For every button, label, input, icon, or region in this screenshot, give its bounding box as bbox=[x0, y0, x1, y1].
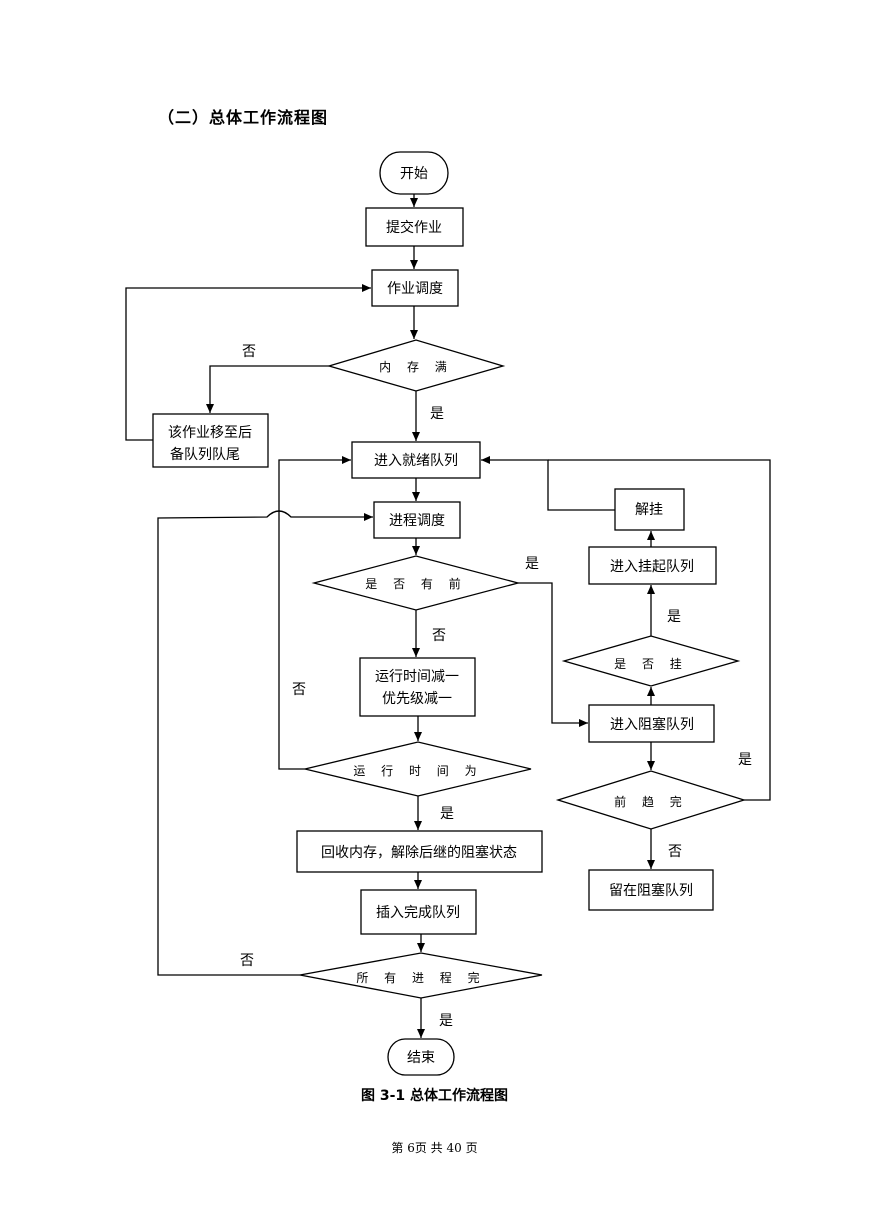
figure-caption: 图 3-1 总体工作流程图 bbox=[360, 1088, 509, 1104]
move-tail-label-2: 备队列队尾 bbox=[170, 446, 240, 463]
branch-no-memory: 否 bbox=[242, 344, 256, 360]
predecessor-done-label: 前 趋 完 bbox=[614, 794, 688, 809]
runtime-decrement-box bbox=[359, 657, 476, 717]
has-predecessor-label: 是 否 有 前 bbox=[365, 576, 466, 591]
runtime-zero-label: 运 行 时 间 为 bbox=[353, 764, 482, 778]
end-terminal bbox=[387, 1038, 455, 1076]
all-done-label: 所 有 进 程 完 bbox=[356, 970, 485, 985]
branch-yes-all-done: 是 bbox=[439, 1013, 453, 1029]
end-label: 结束 bbox=[407, 1050, 435, 1066]
memory-full-label: 内 存 满 bbox=[379, 360, 453, 374]
memory-full-decision bbox=[326, 339, 506, 392]
branch-no-predecessor: 否 bbox=[432, 628, 446, 644]
branch-yes-predecessor-done: 是 bbox=[738, 752, 752, 768]
process-schedule-box bbox=[373, 501, 461, 539]
branch-no-predecessor-done: 否 bbox=[668, 844, 682, 860]
page-footer: 第 6页 共 40 页 bbox=[391, 1141, 478, 1155]
job-schedule-box bbox=[371, 269, 459, 307]
move-tail-label-1: 该作业移至后 bbox=[168, 425, 252, 441]
insert-done-label: 插入完成队列 bbox=[376, 905, 460, 921]
enter-suspend-queue-box bbox=[588, 546, 717, 585]
resume-label: 解挂 bbox=[635, 502, 663, 518]
job-schedule-label: 作业调度 bbox=[387, 281, 443, 297]
stay-block-label: 留在阻塞队列 bbox=[609, 882, 693, 899]
process-schedule-label: 进程调度 bbox=[389, 513, 445, 529]
submit-job-label: 提交作业 bbox=[386, 219, 442, 236]
branch-yes-predecessor: 是 bbox=[525, 556, 539, 572]
branch-yes-suspend: 是 bbox=[667, 609, 681, 625]
branch-yes-runtime: 是 bbox=[440, 806, 454, 822]
enter-suspend-label: 进入挂起队列 bbox=[610, 559, 694, 575]
start-label: 开始 bbox=[400, 166, 428, 182]
runtime-zero-decision bbox=[304, 741, 532, 797]
insert-done-queue-box bbox=[360, 889, 477, 935]
stay-block-queue-box bbox=[588, 869, 714, 911]
branch-no-all-done: 否 bbox=[240, 953, 254, 969]
reclaim-memory-label: 回收内存，解除后继的阻塞状态 bbox=[321, 844, 517, 861]
branch-no-runtime: 否 bbox=[292, 682, 306, 698]
is-suspend-label: 是 否 挂 bbox=[614, 657, 688, 671]
reclaim-memory-box bbox=[296, 830, 543, 873]
branch-yes-memory: 是 bbox=[430, 406, 444, 422]
all-done-decision bbox=[299, 952, 543, 999]
enter-ready-label: 进入就绪队列 bbox=[374, 453, 458, 469]
runtime-decrement-label-2: 优先级减一 bbox=[382, 691, 452, 707]
enter-block-label: 进入阻塞队列 bbox=[610, 716, 694, 733]
is-suspend-decision bbox=[561, 635, 741, 687]
section-heading: （二）总体工作流程图 bbox=[158, 108, 329, 127]
runtime-decrement-label-1: 运行时间减一 bbox=[375, 669, 459, 685]
